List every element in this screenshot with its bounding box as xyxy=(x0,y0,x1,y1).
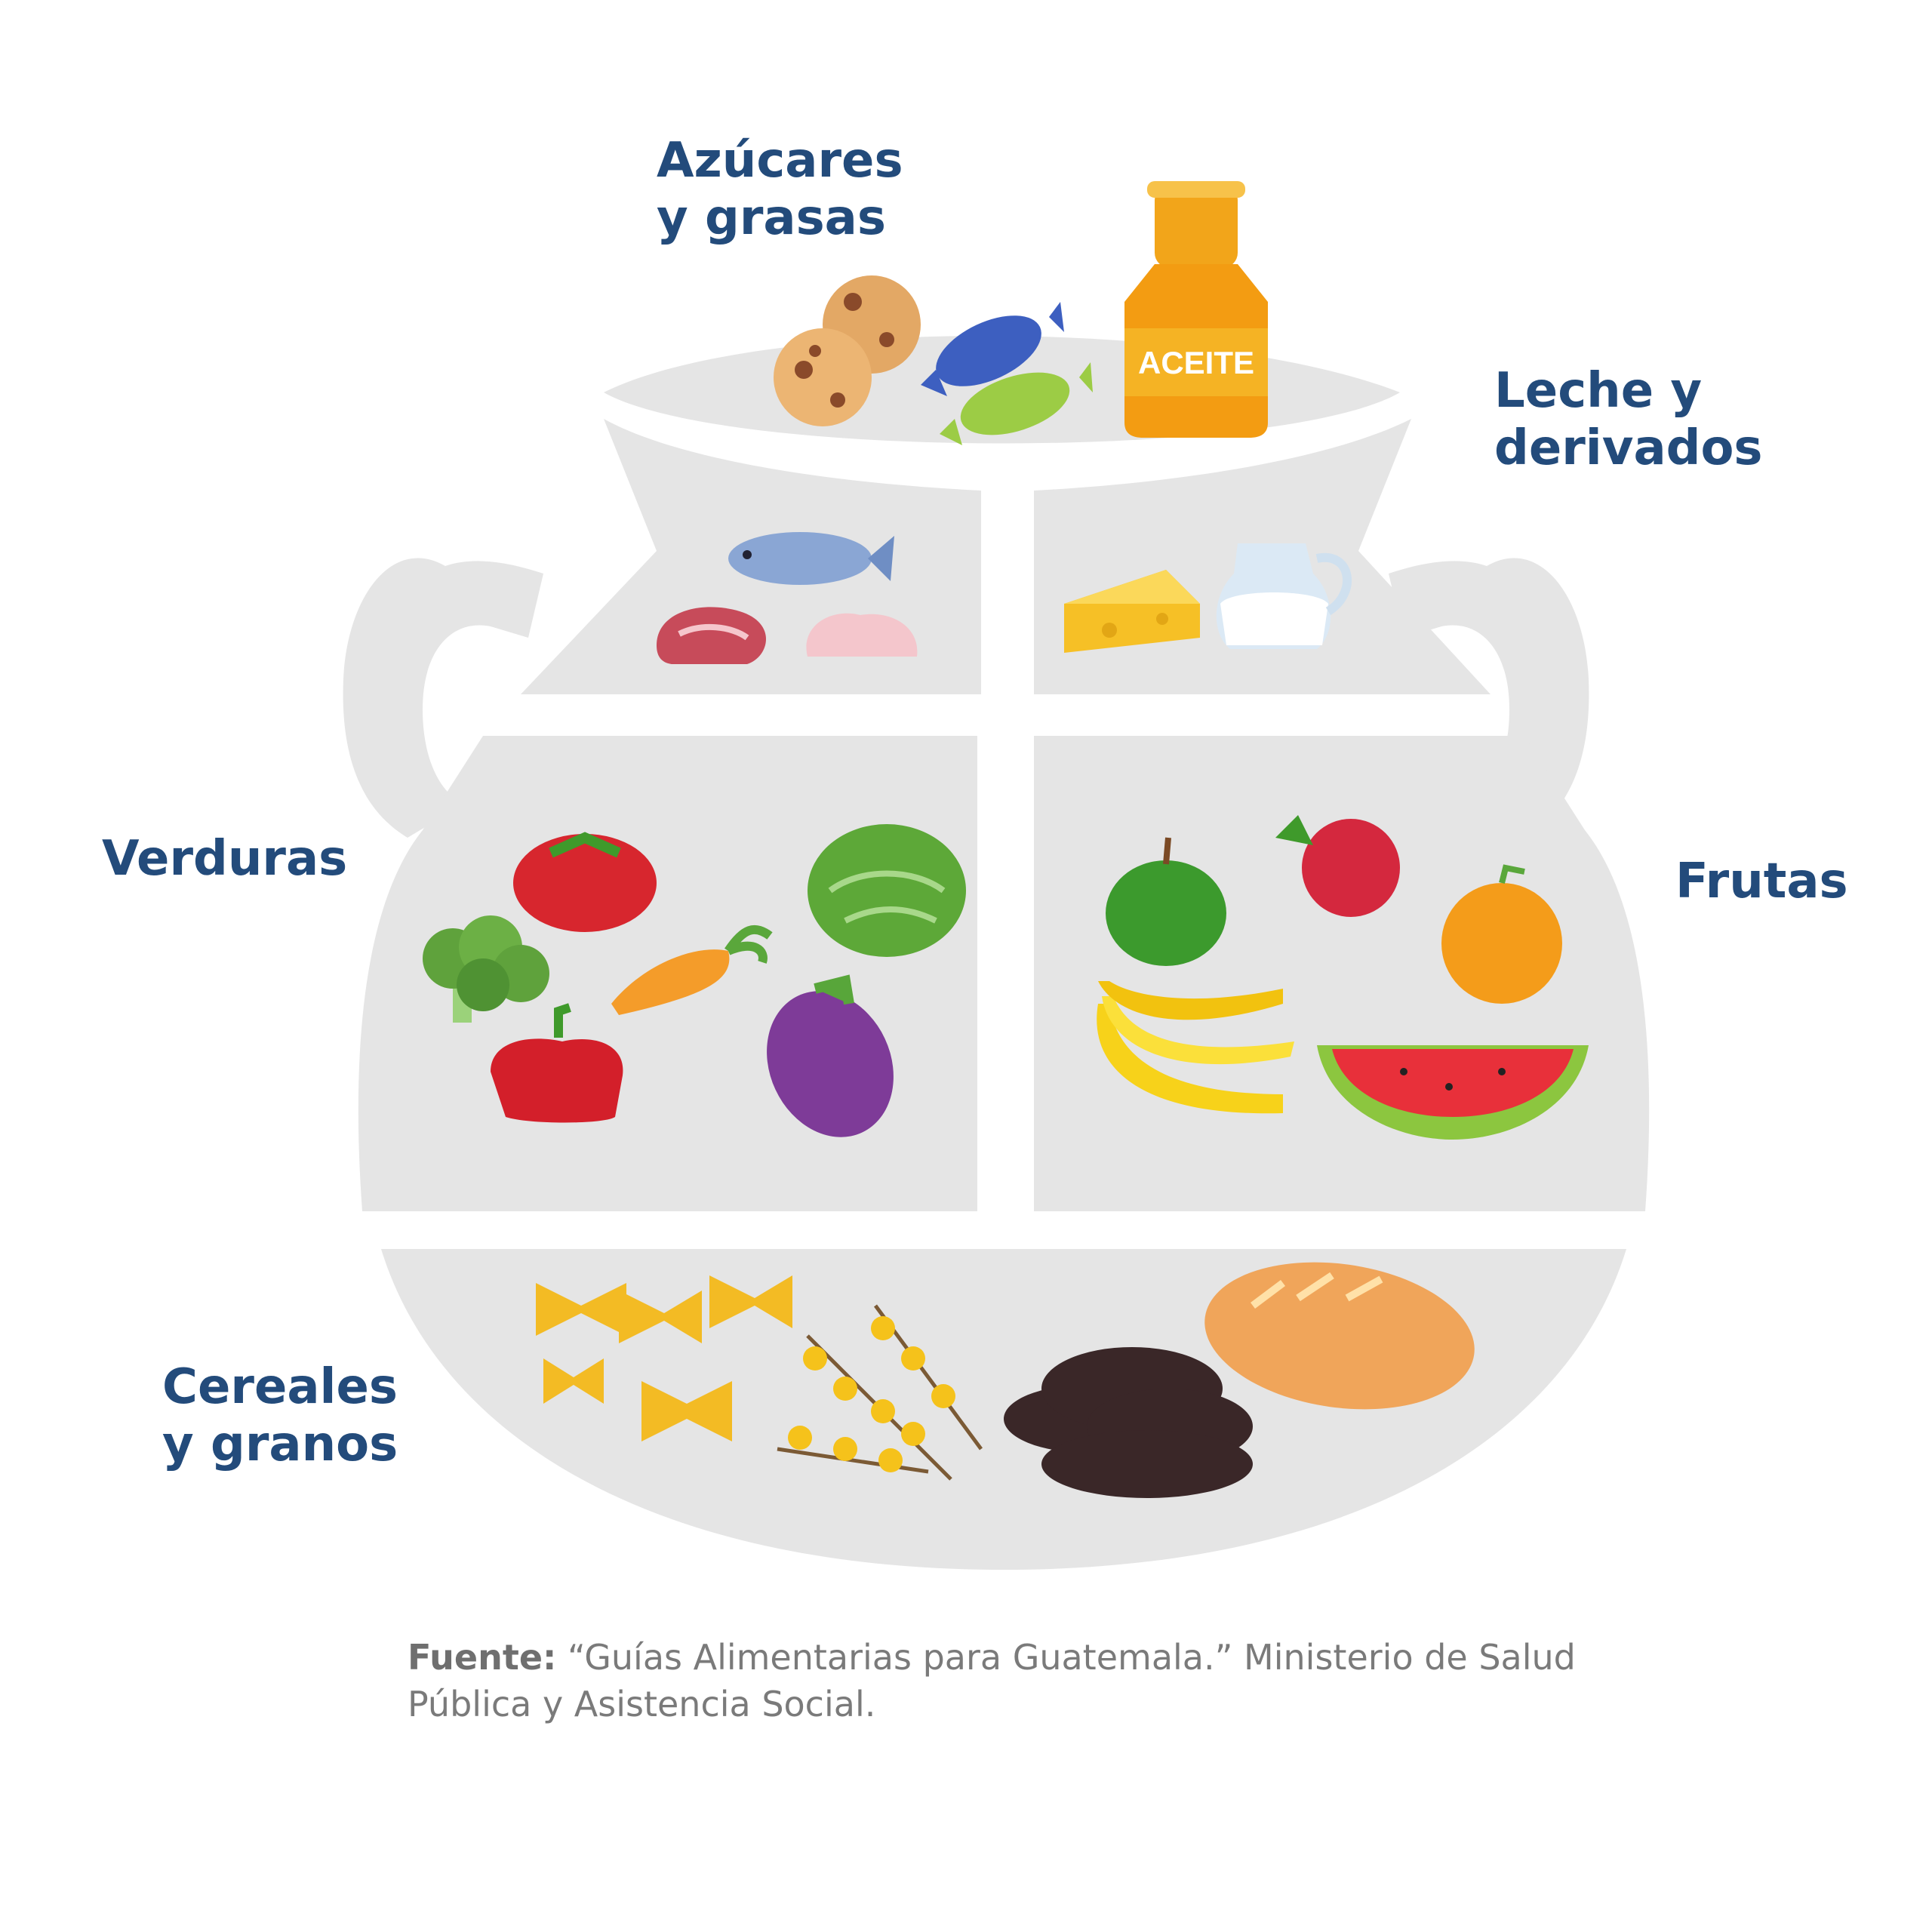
label-fruits: Frutas xyxy=(1675,853,1848,910)
eggplant-icon xyxy=(767,974,894,1137)
label-dairy: Leche y derivados xyxy=(1494,362,1763,477)
cookies-icon xyxy=(774,275,921,426)
black-beans-icon xyxy=(1004,1347,1253,1498)
bread-icon xyxy=(1204,1262,1475,1410)
bell-pepper-icon xyxy=(491,1003,623,1123)
apple-icon xyxy=(1106,837,1226,966)
watermelon-icon xyxy=(1317,1045,1589,1140)
carrot-icon xyxy=(611,924,773,1015)
meat-icon xyxy=(657,607,766,664)
fish-icon xyxy=(728,532,894,585)
label-sugars-fats-line1: Azúcares xyxy=(657,133,903,189)
section-cereals xyxy=(381,1249,1626,1570)
label-sugars-fats-line2: y grasas xyxy=(657,190,886,246)
oil-bottle-label: ACEITE xyxy=(1138,345,1254,380)
pasta-icon xyxy=(536,1275,792,1441)
source-citation: Fuente: “Guías Alimentarias para Guatema… xyxy=(408,1634,1615,1727)
pot-handle-left xyxy=(343,558,543,838)
banana-icon xyxy=(1097,981,1294,1114)
label-sugars-fats: Azúcares y grasas xyxy=(657,132,903,247)
cheese-icon xyxy=(1064,570,1200,653)
label-cereals: Cereales y granos xyxy=(162,1358,398,1473)
label-dairy-line2: derivados xyxy=(1494,420,1763,476)
oil-bottle-icon: ACEITE xyxy=(1124,181,1268,438)
label-cereals-line1: Cereales xyxy=(162,1359,398,1415)
tomato-icon xyxy=(513,832,657,932)
broccoli-icon xyxy=(423,915,549,1023)
raspberry-icon xyxy=(1275,815,1400,917)
label-vegetables-text: Verduras xyxy=(102,831,348,887)
label-vegetables: Verduras xyxy=(102,830,347,888)
source-prefix: Fuente: xyxy=(408,1637,557,1678)
candy-icon xyxy=(921,302,1093,445)
grain-icon xyxy=(777,1304,983,1481)
chicken-icon xyxy=(806,613,918,657)
label-cereals-line2: y granos xyxy=(162,1417,398,1472)
milk-jug-icon xyxy=(1216,543,1352,649)
orange-icon xyxy=(1441,864,1562,1004)
section-fruits xyxy=(1034,736,1650,1211)
label-fruits-text: Frutas xyxy=(1675,854,1848,909)
cabbage-icon xyxy=(808,824,966,957)
label-dairy-line1: Leche y xyxy=(1494,363,1703,419)
source-text: “Guías Alimentarias para Guatemala.” Min… xyxy=(408,1637,1576,1724)
